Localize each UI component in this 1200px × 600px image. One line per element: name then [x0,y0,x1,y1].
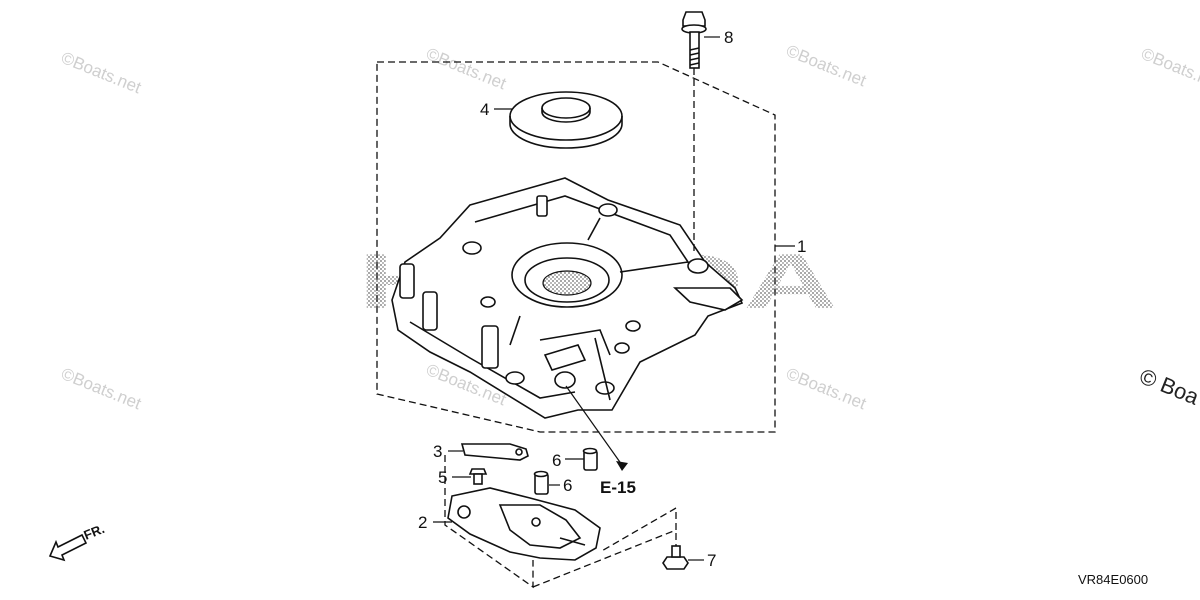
lower-group-outline [444,455,677,589]
dowel-post [422,291,438,331]
watermark-text: ©Boats.net [784,41,870,90]
flange-bolt-part[interactable] [681,11,707,255]
dowel-pin-part[interactable] [582,447,598,471]
bolt-hole [598,203,618,217]
callout-2: 2 [418,513,427,532]
bolt-hole [614,342,630,354]
flange-bolt-small-part[interactable] [662,533,689,570]
small-bolt-part[interactable] [468,468,488,485]
watermark-text: ©Boats.net [59,364,145,413]
oil-port [554,371,576,389]
gasket-part[interactable] [460,443,529,461]
callout-4: 4 [480,100,489,119]
watermark-text: ©Boats.net [784,364,870,413]
leader-lines [433,36,795,561]
bolt-hole [505,371,525,385]
bolt-hole [687,258,709,274]
bolt-hole [462,241,482,255]
callout-1: 1 [797,237,806,256]
oil-seal-part[interactable] [509,91,623,149]
watermark-text: ©Boats.net [1139,44,1200,93]
reference-label[interactable]: E-15 [600,478,636,497]
watermark-text: ©Boats.net [424,44,510,93]
callout-5: 5 [438,468,447,487]
callout-8: 8 [724,28,733,47]
mount-arm [672,287,744,311]
dowel-post [481,325,499,369]
dowel-pin-part[interactable] [533,470,549,495]
assembly-outline [376,61,776,433]
case-cover-part[interactable] [391,177,744,419]
port-fitting [543,344,587,371]
dowel-post [536,195,548,217]
bolt-hole [595,381,615,395]
front-direction-indicator: FR. [48,521,107,562]
bolt-hole [625,320,641,332]
arrow-down-left-icon [48,533,88,562]
watermark-edge-text: © Boa [1136,363,1200,409]
watermark-text: ©Boats.net [59,48,145,97]
bolt-hole [480,296,496,308]
front-label: FR. [82,521,107,543]
callout-6a: 6 [552,451,561,470]
callout-6b: 6 [563,476,572,495]
dowel-post [399,263,415,299]
baffle-plate-part[interactable] [447,487,601,561]
diagram-code: VR84E0600 [1078,572,1148,587]
callout-3: 3 [433,442,442,461]
callout-7: 7 [707,551,716,570]
